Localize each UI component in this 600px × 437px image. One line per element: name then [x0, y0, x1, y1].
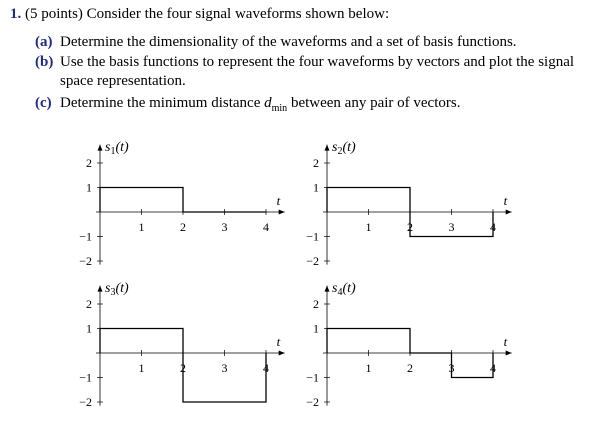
plot-title: s4(t) [332, 281, 356, 298]
y-tick-label: −2 [306, 395, 319, 409]
dmin-variable: d [264, 95, 272, 111]
x-axis-arrow [505, 209, 512, 215]
x-axis-label: t [277, 334, 281, 349]
y-tick-label: −1 [306, 371, 319, 385]
x-tick-label: 2 [407, 361, 413, 375]
part-b-text: Use the basis functions to represent the… [60, 54, 575, 89]
x-axis-label: t [504, 193, 508, 208]
plot-title: s2(t) [332, 140, 356, 157]
plot-s1: 1 2 3 4 2 1 −1 −2 t s1(t) [79, 140, 285, 268]
x-tick-label: 1 [139, 220, 145, 234]
x-tick-label: 4 [263, 220, 269, 234]
part-c-text-before: Determine the minimum distance [60, 95, 265, 111]
y-tick-label: −2 [79, 254, 92, 268]
part-c-label: (c) [35, 95, 52, 111]
x-tick-label: 2 [180, 220, 186, 234]
x-axis-label: t [504, 334, 508, 349]
y-tick-label: −2 [306, 254, 319, 268]
x-tick-label: 3 [449, 220, 455, 234]
question-text: (5 points) Consider the four signal wave… [25, 6, 390, 22]
x-tick-label: 1 [139, 361, 145, 375]
question-header: 1. (5 points) Consider the four signal w… [10, 6, 389, 23]
x-axis-arrow [278, 350, 285, 356]
y-tick-label: −1 [306, 230, 319, 244]
y-tick-label: 1 [313, 322, 319, 336]
x-axis-arrow [278, 209, 285, 215]
y-tick-label: 1 [313, 181, 319, 195]
part-c-text: Determine the minimum distance dmin betw… [60, 94, 590, 118]
part-b-label: (b) [35, 54, 54, 70]
part-a-label: (a) [35, 34, 53, 50]
y-tick-label: −1 [79, 371, 92, 385]
x-axis-label: t [277, 193, 281, 208]
y-axis-arrow [97, 144, 103, 151]
waveform-line [326, 327, 494, 379]
plot-title: s1(t) [105, 140, 129, 157]
y-tick-label: −2 [79, 395, 92, 409]
x-axis-arrow [505, 350, 512, 356]
waveform-line [99, 186, 266, 213]
x-tick-label: 1 [366, 220, 372, 234]
y-tick-label: 2 [313, 156, 319, 170]
x-tick-label: 1 [366, 361, 372, 375]
y-tick-label: 1 [86, 322, 92, 336]
y-tick-label: 1 [86, 181, 92, 195]
y-axis-arrow [324, 285, 330, 292]
y-tick-label: 2 [86, 297, 92, 311]
plot-title: s3(t) [105, 281, 129, 298]
part-a-text: Determine the dimensionality of the wave… [60, 34, 517, 50]
question-number: 1. [10, 6, 22, 22]
y-tick-label: 2 [86, 156, 92, 170]
waveform-line [326, 186, 494, 238]
x-tick-label: 3 [222, 220, 228, 234]
y-axis-arrow [97, 285, 103, 292]
dmin-subscript: min [271, 103, 288, 114]
y-tick-label: 2 [313, 297, 319, 311]
waveform-line [99, 327, 267, 403]
y-tick-label: −1 [79, 230, 92, 244]
y-axis-arrow [324, 144, 330, 151]
part-c-text-after: between any pair of vectors. [287, 95, 461, 111]
x-tick-label: 3 [222, 361, 228, 375]
